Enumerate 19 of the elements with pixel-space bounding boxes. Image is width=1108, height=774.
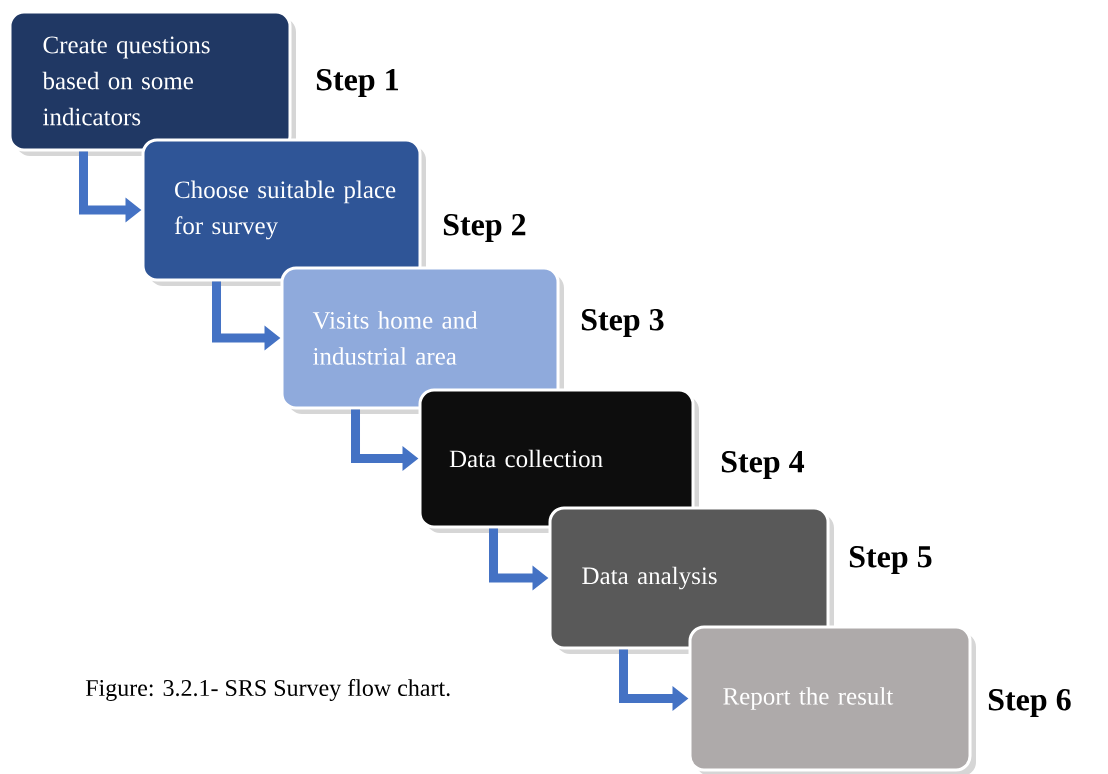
- step-label: Step 4: [721, 451, 805, 479]
- process-box: [418, 388, 699, 533]
- process-box: [548, 506, 834, 654]
- process-box: [141, 138, 426, 286]
- step-label: Step 5: [849, 546, 932, 574]
- box-text: Report the result: [723, 687, 894, 710]
- box-text: Data analysis: [582, 566, 717, 590]
- box-text: Choose suitable place for survey: [174, 180, 396, 240]
- box-text: Data collection: [449, 449, 603, 468]
- process-box: [280, 266, 564, 414]
- step-label: Step 3: [581, 309, 664, 337]
- caption: Figure: 3.2.1- SRS Survey flow chart.: [85, 678, 450, 702]
- box-text: Visits home and industrial area: [312, 311, 478, 365]
- process-box: [688, 625, 976, 774]
- step-label: Step 2: [443, 214, 526, 242]
- process-box: [8, 10, 296, 156]
- box-text: Create questions based on some indicators: [42, 36, 210, 126]
- step-label: Step 1: [316, 69, 398, 97]
- step-label: Step 6: [988, 689, 1071, 717]
